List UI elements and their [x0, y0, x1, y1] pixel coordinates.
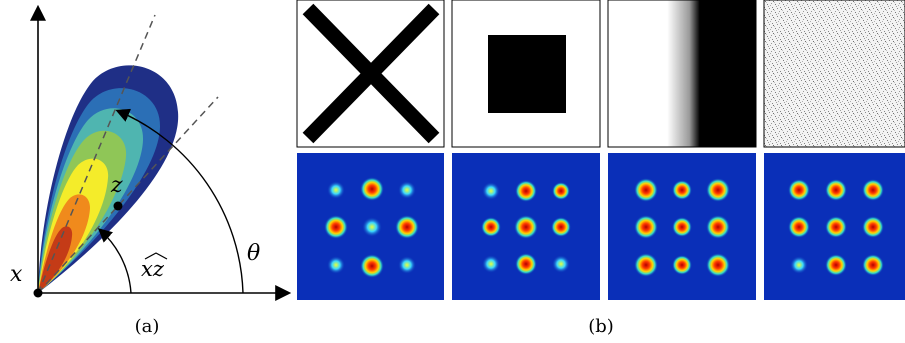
panel-a: x z θ xz (a)	[10, 4, 292, 337]
edge-gradient-image	[607, 0, 757, 148]
label-theta: θ	[247, 241, 260, 266]
caption-a: (a)	[135, 316, 160, 337]
teardrop-contours	[38, 65, 179, 293]
dashed-ray-shallow	[37, 96, 219, 294]
point-z	[113, 201, 123, 211]
heatmap-square	[452, 153, 600, 300]
svg-text:xz: xz	[141, 257, 165, 281]
dashed-ray-steep	[37, 14, 156, 294]
heatmap-cross	[297, 153, 444, 300]
xz-arc	[97, 228, 132, 294]
panel-b: (b)	[296, 0, 905, 337]
theta-arc	[115, 108, 244, 294]
label-angle-xz: xz	[141, 252, 168, 281]
heatmap-noise	[764, 153, 905, 300]
cross-image	[296, 0, 445, 148]
point-x	[33, 288, 43, 298]
square-image	[451, 0, 601, 148]
heatmap-edge	[608, 153, 756, 300]
label-z: z	[110, 173, 123, 198]
noise-image	[763, 0, 905, 148]
caption-b: (b)	[588, 316, 614, 337]
label-x: x	[10, 262, 23, 287]
